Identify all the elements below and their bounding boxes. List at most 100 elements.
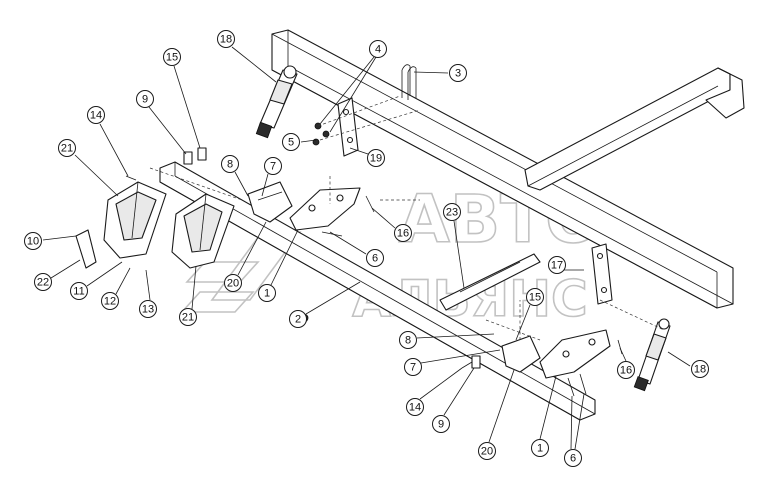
callout-number: 21: [182, 312, 194, 324]
callout-number: 19: [370, 153, 382, 165]
callout-circle: [369, 40, 387, 58]
callout-circle: [443, 203, 461, 221]
callout-circle: [526, 288, 544, 306]
callout-number: 9: [142, 94, 148, 106]
callout-number: 3: [455, 68, 461, 80]
callout-circle: [258, 284, 276, 302]
nuts-top: [312, 122, 330, 146]
callout-circle: [217, 30, 235, 48]
callout-circle: [548, 256, 566, 274]
callout-number: 2: [295, 314, 301, 326]
callout-1: 1: [258, 284, 276, 302]
callout-circle: [264, 157, 282, 175]
callout-number: 16: [397, 228, 409, 240]
callout-number: 5: [288, 137, 294, 149]
callout-circle: [394, 224, 412, 242]
callout-circle: [24, 232, 42, 250]
support-bar: [439, 253, 541, 311]
callout-19: 19: [367, 149, 385, 167]
callout-number: 6: [570, 453, 576, 465]
callout-number: 23: [446, 207, 458, 219]
hydraulic-cylinder-top: [255, 65, 298, 139]
callout-5: 5: [282, 133, 300, 151]
callout-number: 9: [438, 419, 444, 431]
spacer-blocks-left: [183, 147, 207, 165]
callout-circle: [531, 439, 549, 457]
callout-13: 13: [139, 300, 157, 318]
callout-2: 2: [289, 310, 307, 328]
callout-circle: [70, 282, 88, 300]
alignment-lines: [149, 95, 665, 341]
callout-circle: [224, 274, 242, 292]
callout-circle: [367, 149, 385, 167]
callout-number: 8: [405, 335, 411, 347]
mount-plate-top: [337, 97, 359, 157]
callout-number: 18: [220, 34, 232, 46]
callout-14: 14: [406, 398, 424, 416]
callout-15: 15: [163, 48, 181, 66]
callout-circle: [406, 398, 424, 416]
mount-bracket-mid: [247, 181, 293, 223]
callout-4: 4: [369, 40, 387, 58]
callout-number: 13: [142, 304, 154, 316]
callout-17: 17: [548, 256, 566, 274]
callout-number: 8: [227, 159, 233, 171]
callout-number: 16: [620, 365, 632, 377]
callout-15: 15: [526, 288, 544, 306]
shank-bracket-left: [103, 181, 167, 259]
callout-14: 14: [87, 106, 105, 124]
callout-10: 10: [24, 232, 42, 250]
u-bolts: [401, 64, 417, 100]
spacer-block-lower: [471, 355, 481, 369]
callout-number: 14: [90, 110, 102, 122]
callout-11: 11: [70, 282, 88, 300]
callout-circle: [691, 360, 709, 378]
callout-circle: [101, 292, 119, 310]
callout-16: 16: [394, 224, 412, 242]
callout-number: 15: [166, 52, 178, 64]
callout-1: 1: [531, 439, 549, 457]
callout-circle: [179, 308, 197, 326]
callout-number: 22: [37, 277, 49, 289]
callout-circle: [221, 155, 239, 173]
callout-circle: [432, 415, 450, 433]
callout-circle: [282, 133, 300, 151]
callout-16: 16: [617, 361, 635, 379]
callout-18: 18: [691, 360, 709, 378]
hydraulic-cylinder-right: [633, 318, 671, 392]
callout-6: 6: [366, 249, 384, 267]
callout-22: 22: [34, 273, 52, 291]
callout-21: 21: [179, 308, 197, 326]
callout-18: 18: [217, 30, 235, 48]
callout-number: 20: [481, 446, 493, 458]
callout-number: 17: [551, 260, 563, 272]
callout-21: 21: [58, 139, 76, 157]
callout-number: 21: [61, 143, 73, 155]
callout-circle: [478, 442, 496, 460]
callout-number: 18: [694, 364, 706, 376]
callout-number: 7: [410, 362, 416, 374]
callout-number: 15: [529, 292, 541, 304]
callout-circle: [366, 249, 384, 267]
callout-circle: [449, 64, 467, 82]
callout-circle: [404, 358, 422, 376]
callout-circle: [289, 310, 307, 328]
callout-9: 9: [432, 415, 450, 433]
callout-circle: [87, 106, 105, 124]
callout-8: 8: [221, 155, 239, 173]
callout-number: 1: [264, 288, 270, 300]
callout-number: 1: [537, 443, 543, 455]
main-beam: [271, 29, 734, 309]
clamp-plate-mid: [289, 187, 361, 231]
wear-plate: [75, 229, 97, 269]
callout-20: 20: [478, 442, 496, 460]
callout-6: 6: [564, 449, 582, 467]
callout-23: 23: [443, 203, 461, 221]
leader-lines: [42, 46, 691, 450]
callout-circle: [399, 331, 417, 349]
callout-circle: [163, 48, 181, 66]
callout-3: 3: [449, 64, 467, 82]
callout-number: 20: [227, 278, 239, 290]
